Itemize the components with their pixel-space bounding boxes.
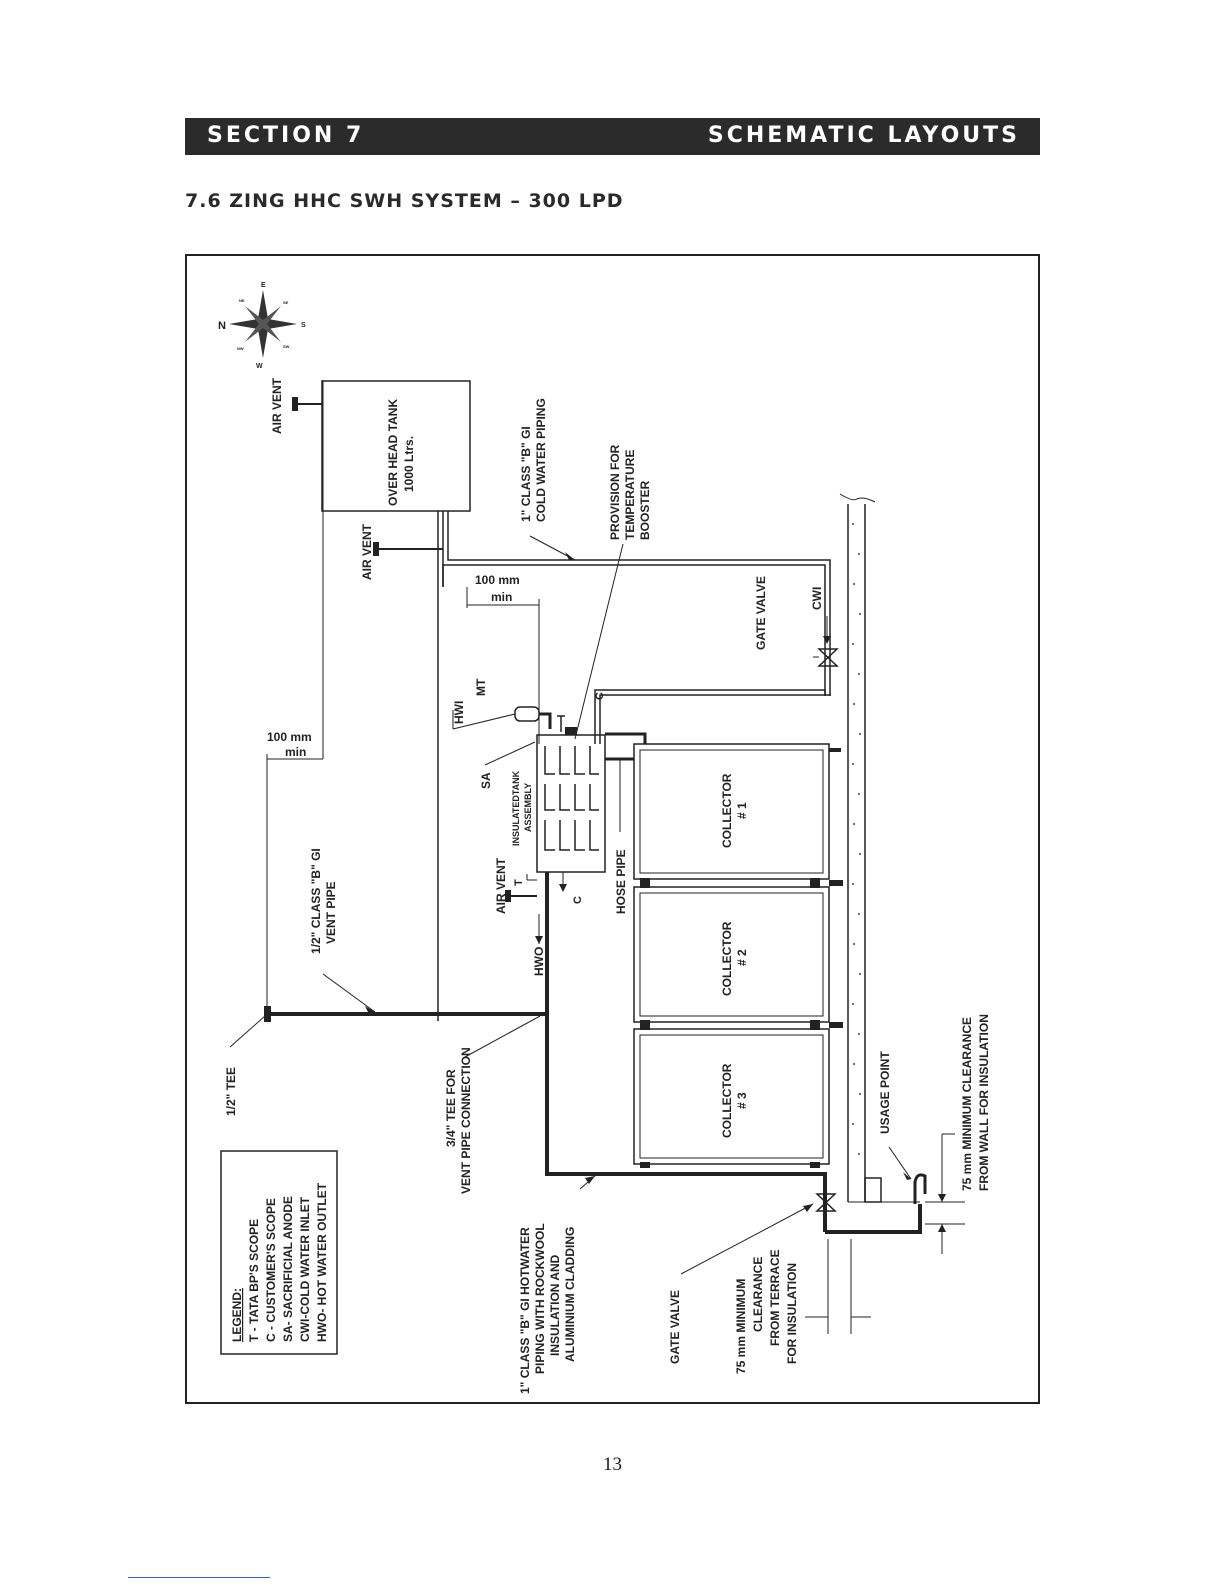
gate-valve-top-icon — [817, 648, 839, 667]
legend-box — [220, 1150, 338, 1355]
terrace-label-3: FROM TERRACE — [768, 1249, 782, 1346]
terrace-label-2: CLEARANCE — [751, 1257, 765, 1332]
air-vent-mid-label: AIR VENT — [360, 523, 374, 580]
section-header: SECTION 7 SCHEMATIC LAYOUTS — [185, 118, 1040, 155]
booster-label-1: PROVISION FOR — [608, 444, 622, 540]
mt-label: MT — [474, 678, 488, 696]
tee34-label-2: VENT PIPE CONNECTION — [459, 1047, 473, 1194]
hot-pipe-label-3: INSULATION AND — [548, 1254, 562, 1356]
terrace-label-4: FOR INSULATION — [785, 1263, 799, 1364]
gate-valve-bottom-label: GATE VALVE — [668, 1290, 682, 1364]
booster-label-3: BOOSTER — [638, 480, 652, 540]
usage-point-label: USAGE POINT — [878, 1051, 892, 1134]
collector-1 — [633, 743, 830, 880]
compass-sw: SW — [283, 344, 290, 349]
compass-n: N — [218, 320, 226, 332]
booster-label-2: TEMPERATURE — [623, 450, 637, 540]
tank-label-1: OVER HEAD TANK — [386, 399, 400, 506]
tank-assembly-label-2: ASSEMBLY — [523, 783, 533, 832]
hwo-label: HWO — [532, 947, 546, 976]
wall-hatch — [852, 523, 861, 1155]
air-vent-low-icon — [505, 890, 511, 902]
half-tee-icon — [264, 1006, 271, 1022]
legend-item-4: CWI-COLD WATER INLET — [298, 1196, 312, 1342]
wall-clearance-label-2: FROM WALL FOR INSULATION — [977, 1014, 991, 1191]
legend-item-1: T - TATA BP'S SCOPE — [247, 1219, 261, 1342]
c-top-label: C — [594, 692, 606, 700]
t-label: T — [513, 879, 525, 886]
gate-valve-bottom-icon — [815, 1193, 837, 1212]
legend-item-3: SA- SACRIFICIAL ANODE — [281, 1196, 295, 1342]
page-number: 13 — [603, 1454, 622, 1475]
tank-label-2: 1000 Ltrs. — [402, 436, 416, 492]
gate-valve-top-label: GATE VALVE — [754, 576, 768, 650]
compass-ne: NE — [239, 298, 245, 303]
sa-label: SA — [479, 772, 493, 789]
vent-pipe-label-2: VENT PIPE — [324, 881, 338, 944]
compass-e: E — [261, 282, 266, 289]
insulated-tank-assembly — [536, 734, 606, 873]
half-tee-label: 1/2" TEE — [224, 1067, 238, 1116]
collector-1-label-a: COLLECTOR — [720, 773, 734, 848]
collector-2-label-a: COLLECTOR — [720, 921, 734, 996]
collector-1-label-b: # 1 — [735, 802, 749, 819]
collector-3-label-a: COLLECTOR — [720, 1063, 734, 1138]
collector-2 — [633, 886, 830, 1023]
compass-s: S — [301, 322, 306, 329]
air-vent-top-icon — [292, 397, 322, 411]
c-low-label: C — [572, 896, 584, 904]
dim-100-left-2: min — [285, 745, 306, 759]
usage-point-tap-icon — [913, 1173, 927, 1204]
legend-item-5: HWO- HOT WATER OUTLET — [315, 1182, 329, 1342]
hwi-label: HWI — [452, 701, 466, 724]
cold-pipe-label-1: 1" CLASS "B" GI — [519, 426, 533, 522]
compass-se: SE — [283, 300, 289, 305]
hot-pipe-label-4: ALUMINIUM CLADDING — [563, 1227, 577, 1362]
overhead-tank — [321, 380, 471, 512]
vent-pipe-label-1: 1/2" CLASS "B" GI — [309, 848, 323, 954]
hot-pipe-label-1: 1" CLASS "B" GI HOTWATER — [518, 1227, 532, 1394]
legend-title: LEGEND: — [230, 1288, 244, 1342]
air-vent-mid-icon — [373, 542, 379, 556]
dim-100-top-1: 100 mm — [475, 573, 520, 587]
wall-clearance-label-1: 75 mm MINIMUM CLEARANCE — [960, 1017, 974, 1191]
collector-3 — [633, 1028, 830, 1165]
dim-100-top-2: min — [491, 590, 512, 604]
collector-3-label-b: # 3 — [735, 1092, 749, 1109]
schematic-diagram: N E S W NE SE SW NW OVER HEAD TANK 1000 … — [218, 282, 991, 1394]
cwi-label: CWI — [810, 587, 824, 610]
wall-bracket — [864, 1177, 882, 1203]
cold-pipe-label-2: COLD WATER PIPING — [534, 398, 548, 522]
section-title: SCHEMATIC LAYOUTS — [707, 123, 1020, 148]
footer-link-line — [128, 1577, 270, 1578]
compass-nw: NW — [237, 346, 244, 351]
air-vent-low-label: AIR VENT — [494, 857, 508, 914]
legend-item-2: C - CUSTOMER'S SCOPE — [264, 1198, 278, 1342]
hot-pipe-label-2: PIPING WITH ROCKWOOL — [533, 1223, 547, 1374]
air-vent-top-label: AIR VENT — [270, 377, 284, 434]
dim-100-left-1: 100 mm — [267, 730, 312, 744]
terrace-label-1: 75 mm MINIMUM — [734, 1279, 748, 1374]
tank-assembly-label-1: INSULATEDTANK — [511, 770, 521, 846]
tee34-label-1: 3/4" TEE FOR — [444, 1069, 458, 1147]
hose-pipe-label: HOSE PIPE — [614, 849, 628, 914]
page-subtitle: 7.6 ZING HHC SWH SYSTEM – 300 LPD — [185, 190, 624, 212]
compass-w: W — [256, 363, 263, 370]
diagram-frame — [185, 254, 1040, 1404]
section-number: SECTION 7 — [207, 123, 365, 148]
collector-2-label-b: # 2 — [735, 949, 749, 966]
mixing-tank-icon — [514, 706, 540, 722]
compass-rose-icon: N E S W NE SE SW NW — [218, 282, 306, 370]
